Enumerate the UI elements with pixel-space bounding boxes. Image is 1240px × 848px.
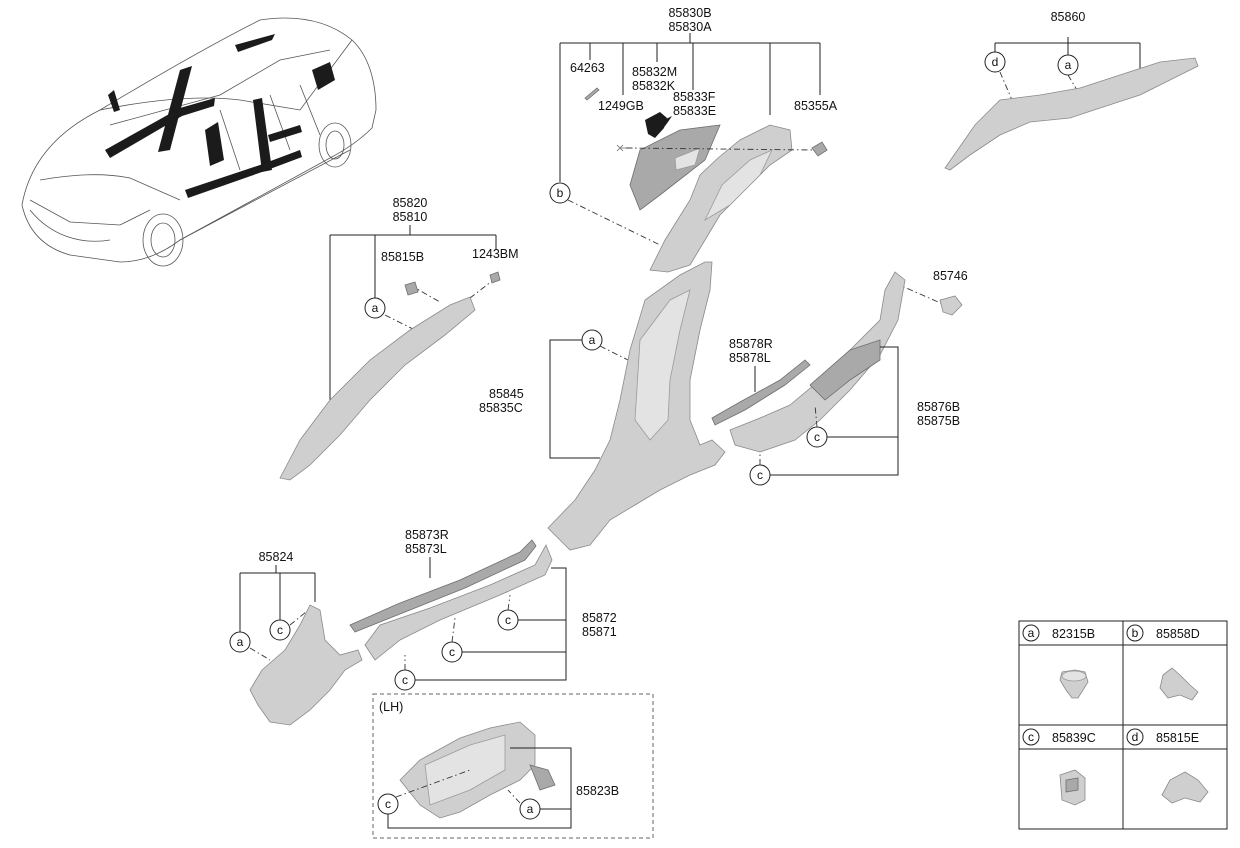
part-label-85823B: 85823B: [576, 784, 619, 798]
part-label-85832M: 85832M: [632, 65, 677, 79]
front-pillar-group: 85820 85810 85815B 1243BM a: [279, 196, 519, 481]
clip-85815E-icon: [1161, 771, 1209, 804]
callout-a: [229, 631, 251, 653]
part-label-85835C: 85835C: [479, 401, 523, 415]
fastener-legend-table: a 82315B b 85858D c 85839C d 85815E: [1018, 620, 1228, 830]
part-85833-cover: [629, 124, 721, 211]
part-label-85873L: 85873L: [405, 542, 447, 556]
legend-part-82315B: 82315B: [1052, 627, 1095, 641]
part-1243BM-screw: [489, 271, 501, 284]
legend-part-85815E: 85815E: [1156, 731, 1199, 745]
lh-label: (LH): [379, 700, 403, 714]
svg-text:c: c: [814, 430, 820, 444]
part-label-85810: 85810: [393, 210, 428, 224]
cowl-side-trim-group: 85824 a c: [229, 550, 363, 726]
svg-text:c: c: [402, 673, 408, 687]
legend-cell-b: b 85858D: [1126, 624, 1200, 701]
rear-pillar-upper-group: 85860 d a: [944, 10, 1199, 171]
part-85878-strip: [711, 359, 811, 426]
clip-85858D-icon: [1159, 667, 1199, 701]
part-label-64263: 64263: [570, 61, 605, 75]
part-label-85830A: 85830A: [668, 20, 712, 34]
legend-cell-c: c 85839C: [1022, 728, 1096, 806]
svg-text:a: a: [1065, 58, 1072, 72]
svg-text:b: b: [557, 186, 564, 200]
part-label-85355A: 85355A: [794, 99, 838, 113]
callout-c: [269, 619, 291, 641]
part-85872-sill-trim: [364, 544, 553, 661]
part-85355A-clip: [811, 141, 828, 157]
svg-text:b: b: [1132, 626, 1139, 640]
part-label-85833E: 85833E: [673, 104, 716, 118]
part-85820-front-pillar-trim: [279, 296, 476, 481]
legend-part-85858D: 85858D: [1156, 627, 1200, 641]
part-64263-pin: [584, 87, 600, 101]
svg-text:c: c: [1028, 730, 1034, 744]
svg-text:d: d: [1132, 730, 1139, 744]
vehicle-overview-illustration: [21, 17, 377, 267]
part-label-1243BM: 1243BM: [472, 247, 519, 261]
part-85746-cap: [939, 295, 963, 316]
part-label-85876B: 85876B: [917, 400, 960, 414]
legend-cell-a: a 82315B: [1022, 624, 1095, 699]
lh-detail-box: (LH) 85823B c a: [372, 693, 654, 839]
pillar-upper-trim-group: 85830B 85830A 64263 85832M 85832K 1249GB…: [549, 6, 838, 273]
part-label-85746: 85746: [933, 269, 968, 283]
legend-part-85839C: 85839C: [1052, 731, 1096, 745]
part-label-85824: 85824: [259, 550, 294, 564]
rear-pillar-lower-group: 85878R 85878L 85876B 85875B c c: [711, 271, 960, 486]
svg-text:a: a: [589, 333, 596, 347]
part-label-85878L: 85878L: [729, 351, 771, 365]
part-label-85871: 85871: [582, 625, 617, 639]
part-label-85832K: 85832K: [632, 79, 676, 93]
svg-text:d: d: [992, 55, 999, 69]
legend-cell-d: d 85815E: [1126, 728, 1209, 804]
svg-text:a: a: [1028, 626, 1035, 640]
part-label-85833F: 85833F: [673, 90, 716, 104]
callout-d: [984, 51, 1006, 73]
svg-text:c: c: [449, 645, 455, 659]
svg-text:c: c: [277, 623, 283, 637]
callout-a: [364, 297, 386, 319]
part-label-85845: 85845: [489, 387, 524, 401]
svg-text:c: c: [385, 797, 391, 811]
part-85860-trim: [944, 57, 1199, 171]
center-pillar-group: a 85845 85835C: [479, 261, 726, 551]
svg-text:c: c: [757, 468, 763, 482]
svg-text:a: a: [372, 301, 379, 315]
callout-b: [549, 182, 571, 204]
part-label-85830B: 85830B: [668, 6, 711, 20]
part-85832-clip: [645, 112, 667, 138]
part-85746-group: 85746: [894, 269, 968, 316]
svg-text:c: c: [505, 613, 511, 627]
part-label-1249GB: 1249GB: [598, 99, 644, 113]
part-label-85820: 85820: [393, 196, 428, 210]
part-label-85873R: 85873R: [405, 528, 449, 542]
lh-detail-frame: [372, 693, 654, 839]
part-85873-scuff-plate: [349, 539, 537, 633]
svg-text:a: a: [527, 802, 534, 816]
part-label-85860: 85860: [1051, 10, 1086, 24]
part-label-85875B: 85875B: [917, 414, 960, 428]
part-85824-trim: [249, 604, 363, 726]
part-label-85878R: 85878R: [729, 337, 773, 351]
callout-c: [377, 793, 399, 815]
svg-text:a: a: [237, 635, 244, 649]
door-scuff-group: 85873R 85873L 85872 85871 c c c: [349, 528, 617, 691]
callout-a: [519, 798, 541, 820]
part-label-85872: 85872: [582, 611, 617, 625]
part-85815B-clip: [404, 281, 419, 296]
part-label-85815B: 85815B: [381, 250, 424, 264]
